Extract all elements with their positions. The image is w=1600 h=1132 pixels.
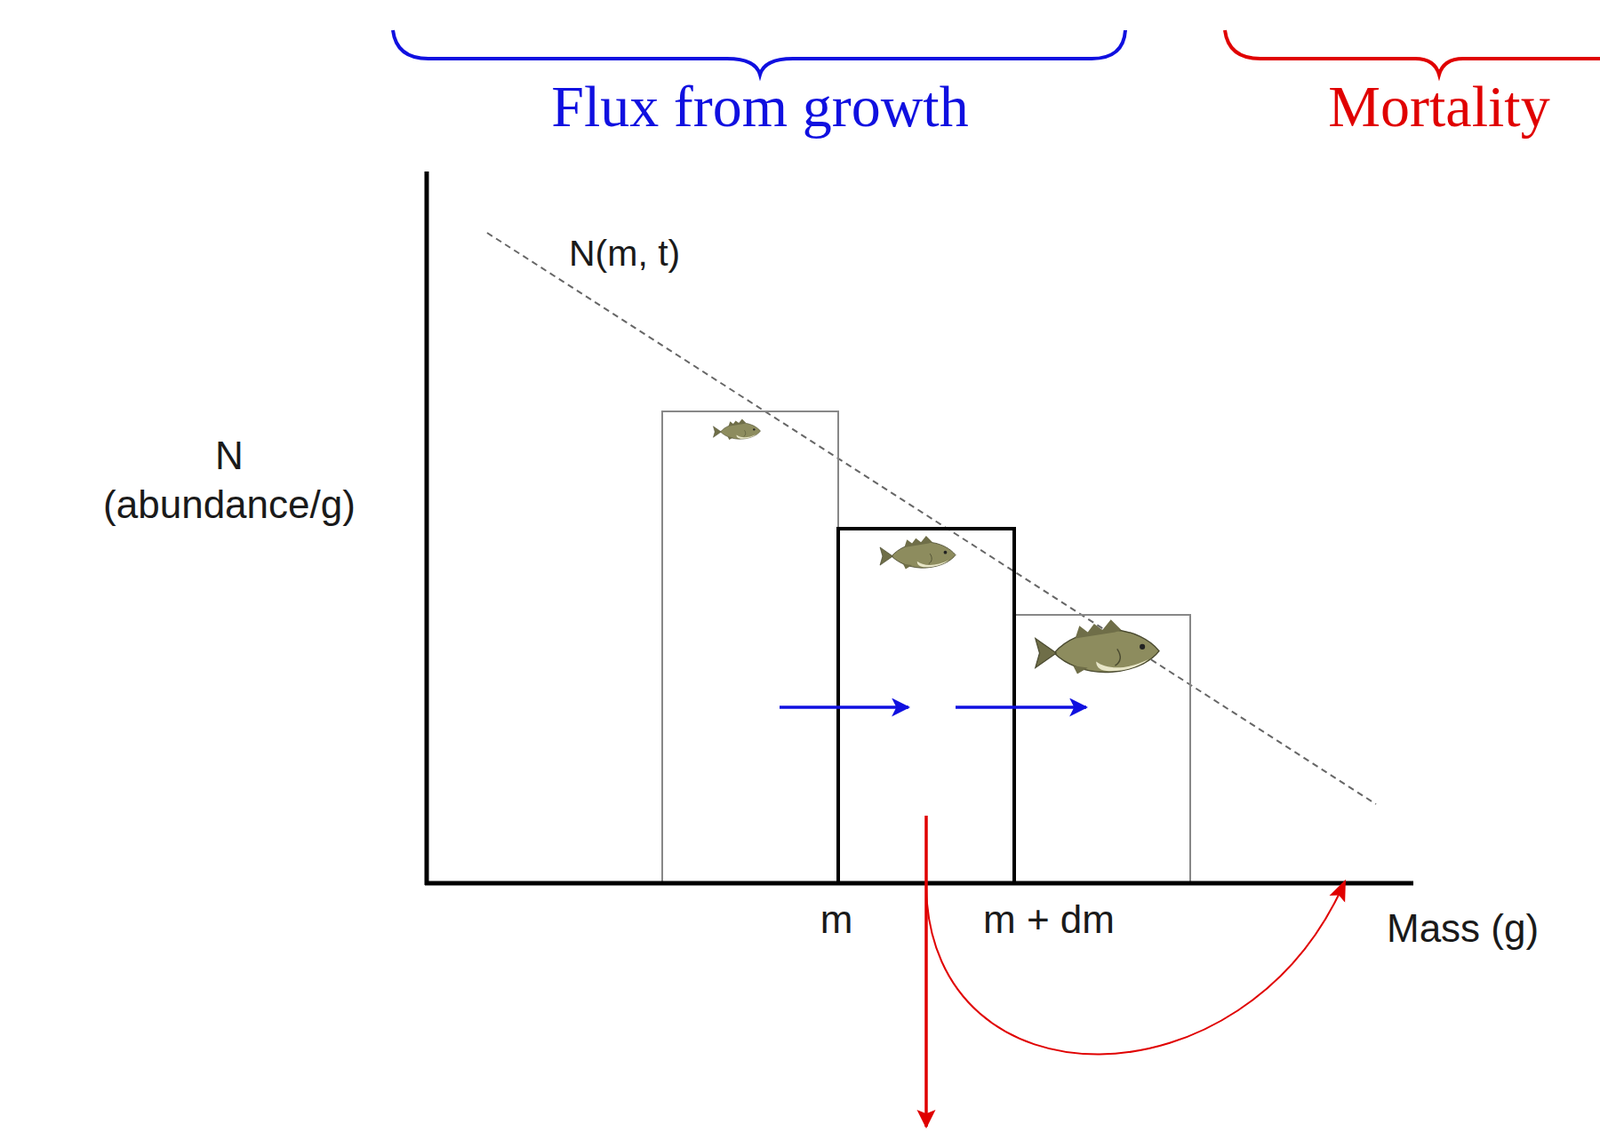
mortality-brace [1224, 30, 1600, 75]
axis-unit: (abundance/g) [103, 482, 356, 528]
growth-arrow [955, 705, 1087, 710]
tick-label: m + dm [983, 897, 1115, 944]
x-axis [424, 881, 1414, 887]
mortality-arrow [924, 816, 928, 1128]
fish-icon [1035, 619, 1160, 674]
section-heading: Flux from growth [551, 72, 968, 141]
size-bin [1014, 615, 1191, 884]
fish-icon [712, 419, 760, 440]
curve-label: N(m, t) [568, 232, 680, 275]
axis-label: Mass (g) [1386, 906, 1539, 952]
growth-arrow [779, 705, 909, 710]
predation-arrow [926, 881, 1345, 1056]
section-heading: Mortality [1328, 72, 1550, 141]
y-axis [424, 171, 430, 886]
abundance-curve [487, 232, 1376, 805]
size-bin [662, 411, 839, 884]
tick-label: m [820, 897, 854, 944]
axis-label: N [215, 433, 244, 480]
growth-brace [392, 30, 1126, 75]
fish-icon [880, 536, 956, 569]
